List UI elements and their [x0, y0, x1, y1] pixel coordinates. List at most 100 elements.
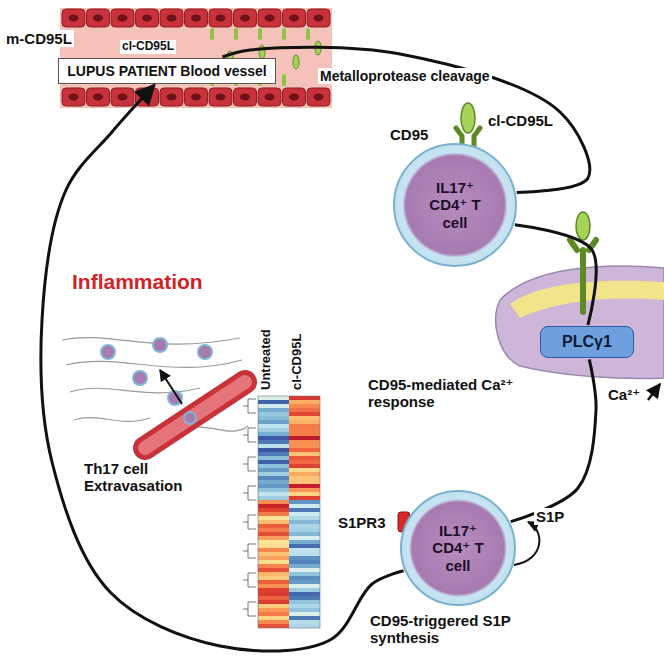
annotation: cl-CD95L [120, 40, 176, 54]
heatmap-cell [258, 404, 289, 408]
heatmap-cell [258, 604, 289, 608]
endothelial-cell [185, 9, 208, 27]
heatmap-cell [258, 420, 289, 424]
heatmap-cell [289, 624, 320, 628]
nucleus [118, 94, 128, 101]
endothelial-cell [307, 88, 330, 106]
nucleus [265, 15, 275, 22]
heatmap-cell [289, 572, 320, 576]
ligand [234, 28, 238, 40]
heatmap-cell [289, 504, 320, 508]
nucleus [191, 15, 201, 22]
nucleus [167, 94, 177, 101]
heatmap-cell [289, 408, 320, 412]
dendrogram [243, 573, 256, 587]
heatmap-cell [289, 496, 320, 500]
heatmap-cell [289, 568, 320, 572]
ligand [282, 28, 286, 40]
heatmap-cell [258, 400, 289, 404]
heatmap-cell [258, 540, 289, 544]
nucleus [93, 94, 103, 101]
endothelial-cell [283, 9, 306, 27]
heatmap-cell [289, 412, 320, 416]
heatmap-cell [289, 460, 320, 464]
dendrogram [243, 486, 256, 500]
endothelial-cell [111, 9, 134, 27]
node-text: PLCγ1 [562, 333, 612, 351]
heatmap-cell [258, 564, 289, 568]
annotation: Inflammation [70, 270, 205, 294]
endothelial-cell [160, 88, 183, 106]
heatmap-cell [289, 524, 320, 528]
annotation: cl-CD95L [486, 112, 555, 129]
endothelial-cell [258, 9, 281, 27]
heatmap-cell [289, 484, 320, 488]
heatmap-cell [258, 464, 289, 468]
heatmap-cell [258, 488, 289, 492]
dendrogram [243, 457, 256, 471]
heatmap-cell [289, 588, 320, 592]
heatmap-cell [258, 480, 289, 484]
heatmap-cell [289, 476, 320, 480]
endothelial-cell [87, 9, 110, 27]
cleaved-ligand [259, 45, 265, 59]
heatmap-cell [258, 492, 289, 496]
heatmap-cell [289, 416, 320, 420]
nucleus [289, 94, 299, 101]
heatmap-cell [289, 396, 320, 400]
heatmap-cell [258, 588, 289, 592]
heatmap-cell [258, 508, 289, 512]
heatmap-cell [258, 600, 289, 604]
heatmap-cell [258, 584, 289, 588]
cycle-connector [41, 85, 404, 651]
annotation: Th17 cell Extravasation [82, 460, 206, 495]
heatmap-cell [258, 396, 289, 400]
annotation: S1P [534, 508, 566, 525]
nucleus [314, 15, 324, 22]
annotation: Metalloprotease cleavage [318, 68, 492, 84]
heatmap-cell [289, 428, 320, 432]
nucleus [240, 94, 250, 101]
heatmap-cell [289, 520, 320, 524]
heatmap-cell [289, 424, 320, 428]
ligand [282, 74, 286, 86]
heatmap-cell [258, 448, 289, 452]
node-text: LUPUS PATIENT Blood vessel [67, 63, 266, 79]
heatmap-cell [289, 600, 320, 604]
heatmap-cell [258, 596, 289, 600]
heatmap-cell [258, 504, 289, 508]
heatmap-cell [258, 468, 289, 472]
annotation: Ca²⁺ [606, 386, 642, 403]
heatmap-cell [258, 536, 289, 540]
heatmap-cell [258, 616, 289, 620]
endothelial-cell [234, 88, 257, 106]
heatmap-cell [289, 464, 320, 468]
nucleus [216, 94, 226, 101]
heatmap-cell [289, 420, 320, 424]
heatmap-cell [289, 544, 320, 548]
heatmap-cell [289, 436, 320, 440]
vessel-label-box: LUPUS PATIENT Blood vessel [58, 58, 276, 84]
heatmap-cell [289, 488, 320, 492]
annotation: CD95-triggered S1P synthesis [368, 612, 540, 647]
heatmap-cell [258, 416, 289, 420]
heatmap-cell [289, 492, 320, 496]
heatmap-cell [258, 528, 289, 532]
heatmap-cell [289, 552, 320, 556]
heatmap-cell [258, 432, 289, 436]
nucleus [167, 15, 177, 22]
heatmap-cell [258, 524, 289, 528]
heatmap-cell [258, 520, 289, 524]
heatmap-cell [289, 512, 320, 516]
heatmap-cell [258, 556, 289, 560]
endothelial-cell [111, 88, 134, 106]
heatmap-cell [258, 512, 289, 516]
extravasating-vessel [101, 338, 245, 448]
heatmap-cell [289, 404, 320, 408]
heatmap-cell [289, 564, 320, 568]
heatmap-cell [289, 468, 320, 472]
endothelial-cell [258, 88, 281, 106]
heatmap-frame [258, 396, 320, 628]
dendrogram [243, 515, 256, 529]
endothelial-cell [87, 88, 110, 106]
